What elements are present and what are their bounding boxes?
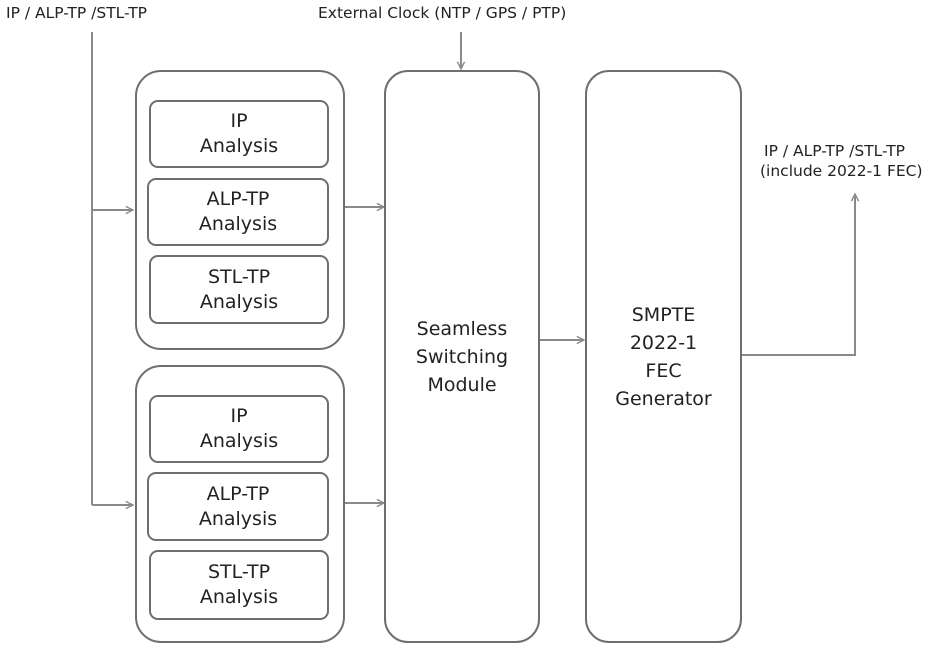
module-caption: Analysis [199, 290, 279, 313]
output-label-line2: (include 2022-1 FEC) [760, 162, 923, 180]
module-caption: Analysis [198, 213, 278, 235]
module-caption: Analysis [199, 430, 279, 452]
fec-generator: SMPTE 2022-1 FEC Generator [585, 70, 742, 643]
alp-tp-analysis-box-top: ALP-TP Analysis [147, 178, 329, 246]
output-label-line1: IP / ALP-TP /STL-TP [764, 142, 906, 160]
module-name: STL-TP [207, 561, 271, 583]
switching-label-line2: Switching [415, 345, 509, 368]
fec-label-line2: 2022-1 [629, 331, 698, 354]
module-name: IP [230, 405, 248, 427]
stl-tp-analysis-box-top: STL-TP Analysis [149, 255, 329, 324]
input-label: IP / ALP-TP /STL-TP [6, 4, 148, 22]
fec-label-line4: Generator [615, 387, 712, 410]
module-name: ALP-TP [206, 188, 270, 210]
module-name: IP [230, 110, 248, 132]
fec-label-line1: SMPTE [631, 303, 696, 326]
ip-analysis-box-bottom: IP Analysis [149, 395, 329, 463]
module-caption: Analysis [199, 586, 279, 608]
module-caption: Analysis [198, 507, 278, 530]
module-name: STL-TP [207, 265, 271, 288]
seamless-switching-module: Seamless Switching Module [384, 70, 540, 643]
switching-label-line3: Module [427, 373, 497, 396]
alp-tp-analysis-box-bottom: ALP-TP Analysis [147, 472, 329, 541]
fec-label-line3: FEC [645, 359, 682, 382]
module-name: ALP-TP [206, 482, 270, 505]
clock-label: External Clock (NTP / GPS / PTP) [318, 4, 567, 22]
output-arrow [741, 194, 855, 356]
ip-analysis-box-top: IP Analysis [149, 100, 329, 168]
stl-tp-analysis-box-bottom: STL-TP Analysis [149, 550, 329, 620]
switching-label-line1: Seamless [416, 317, 508, 340]
module-caption: Analysis [199, 135, 279, 157]
